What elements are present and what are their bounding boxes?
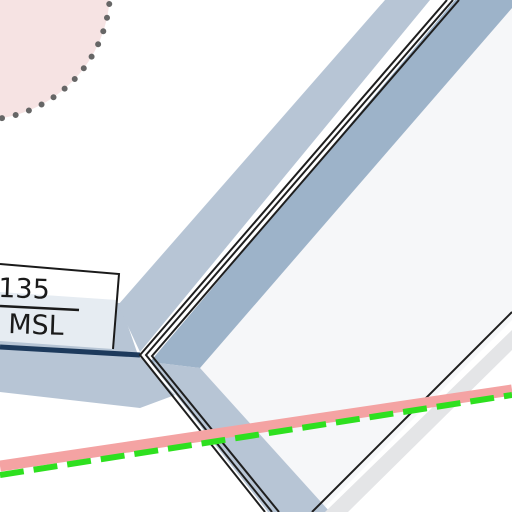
airspace-inner-shading-diagonal <box>150 0 512 368</box>
airspace-inner-shading-right <box>325 330 512 512</box>
airspace-inner-area[interactable] <box>150 0 512 512</box>
altitude-lower-value: MSL <box>8 309 65 342</box>
airspace-border-middle <box>144 0 454 512</box>
restricted-area[interactable] <box>0 0 113 122</box>
altitude-label[interactable]: 135 MSL <box>0 263 121 350</box>
altitude-label-divider <box>0 304 80 312</box>
altitude-label-box-border <box>0 263 121 350</box>
route-lines[interactable] <box>0 384 512 478</box>
altitude-upper-value: 135 <box>0 273 50 306</box>
airspace-band-diagonal <box>118 0 430 352</box>
altitude-label-box-top <box>0 264 119 300</box>
restricted-area-fill <box>0 0 110 119</box>
airspace-border-inner <box>150 0 460 512</box>
route-green-dashed-line[interactable] <box>0 392 512 478</box>
route-pink-line[interactable] <box>0 384 512 472</box>
airspace-border-outer <box>138 0 448 512</box>
airspace-boundary-line <box>0 344 141 358</box>
